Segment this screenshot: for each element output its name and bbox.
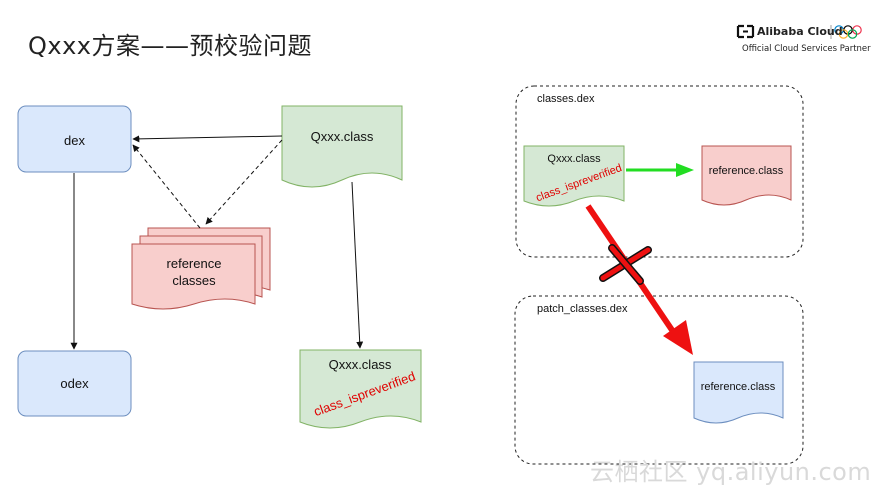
qxxx-class-label-2: Qxxx.class [329,357,392,372]
logo-subtitle: Official Cloud Services Partner [742,44,871,54]
patch-classes-dex-container: patch_classes.dex [514,295,804,465]
qxxx-class-preverified-document: Qxxx.class class_ispreverified [299,349,422,429]
arrow-qxxx-to-reference [205,139,283,225]
qxxx-class-document: Qxxx.class [281,105,403,188]
classes-dex-label: classes.dex [537,93,595,105]
right-reference-class-label: reference.class [709,165,784,177]
reference-line1: reference [167,256,222,271]
watermark: 云栖社区 yq.aliyun.com [590,458,872,486]
arrow-qxxx-to-dex [132,135,283,143]
odex-box: odex [17,350,132,417]
dex-label: dex [64,133,85,148]
green-arrow [626,163,694,177]
right-qxxx-class-label: Qxxx.class [547,153,601,165]
arrow-qxxx-to-preverified [351,181,364,349]
classes-dex-container: classes.dex [515,85,804,258]
qxxx-class-label: Qxxx.class [311,129,374,144]
alibaba-cloud-logo: Alibaba Cloud Official Cloud Services Pa… [733,22,873,62]
odex-label: odex [60,376,89,391]
patch-classes-dex-label: patch_classes.dex [537,303,628,315]
logo-graphic [736,24,862,39]
dex-box: dex [17,105,132,173]
page-title: Qxxx方案——预校验问题 [28,32,312,60]
right-qxxx-class-document: Qxxx.class class_ispreverified [523,145,625,207]
arrow-reference-to-dex [132,144,201,229]
alibaba-bracket-icon [736,24,755,39]
logo-brand: Alibaba Cloud [757,25,843,38]
cross-mark-icon [599,244,652,285]
reference-classes-stack: reference classes [131,227,271,310]
patch-reference-class-document: reference.class [693,361,784,424]
patch-reference-class-label: reference.class [701,381,776,393]
right-reference-class-document: reference.class [701,145,792,206]
olympic-rings-icon [834,25,862,39]
reference-line2: classes [172,273,216,288]
